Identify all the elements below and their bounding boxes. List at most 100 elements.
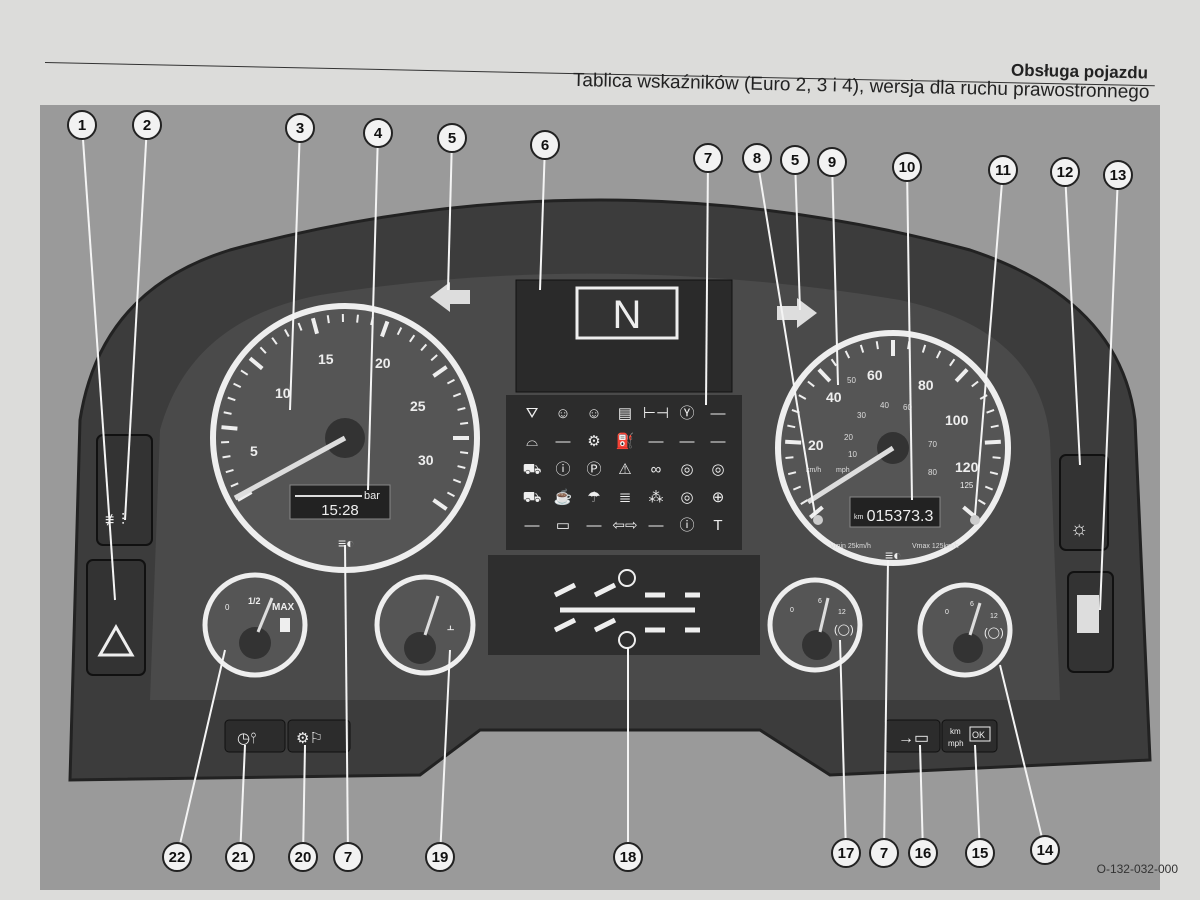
gauge-tick-mark — [986, 408, 995, 414]
callout-leader-line — [124, 124, 148, 521]
fuel-tick: 1/2 — [248, 596, 261, 606]
gauge-tick-mark — [248, 356, 264, 371]
gauge-tick-mark — [227, 396, 236, 402]
brake-circuit-icon: (◯) — [984, 627, 1004, 639]
mph-tick: 60 — [903, 403, 912, 412]
vmax-label: Vmax 125km/h — [912, 543, 959, 550]
warning-light-icon: — — [556, 433, 571, 450]
callout-leader-line — [1064, 171, 1081, 466]
warning-light-icon: ⊢⊣ — [643, 405, 669, 422]
callout-leader-line — [302, 744, 306, 858]
callout-circle — [742, 143, 772, 173]
gear-icon — [618, 569, 636, 587]
gauge-tick-mark — [432, 365, 448, 378]
gauge-tick-mark — [420, 343, 428, 352]
callout-circle — [780, 145, 810, 175]
callout-number: 2 — [143, 117, 151, 134]
warning-light-icon: — — [587, 517, 602, 534]
kmh-tick: 100 — [945, 412, 969, 428]
gauge-tick-mark — [787, 471, 797, 476]
fog-light-icon: ≢⫶ — [105, 512, 125, 529]
air-tick: 12 — [838, 609, 846, 616]
callout-circle — [363, 118, 393, 148]
tacho-tick: 20 — [375, 355, 391, 371]
warning-light-icon: ◎ — [711, 461, 724, 478]
callout-leader-line — [883, 559, 889, 854]
callout-number: 16 — [915, 845, 932, 862]
fuel-tick: MAX — [272, 602, 295, 613]
warning-light-icon: ▭ — [556, 517, 570, 534]
tacho-tick: 10 — [275, 385, 291, 401]
callout-circle — [869, 838, 899, 868]
speed-needle — [806, 445, 895, 505]
warning-light-icon: ⛟ — [523, 461, 542, 478]
gauge-tick-mark — [380, 320, 390, 338]
gauge-tick-mark — [430, 354, 438, 362]
gauge-tick-mark — [457, 407, 466, 411]
callout-circle — [288, 842, 318, 872]
callout-number: 12 — [1057, 164, 1074, 181]
callout-circle — [132, 110, 162, 140]
gauge-tick-mark — [457, 465, 466, 469]
gauge-tick-mark — [230, 482, 239, 488]
warning-light-icon: Ⓨ — [679, 405, 694, 422]
kmh-tick: 80 — [918, 377, 934, 393]
warning-light-icon: ◎ — [680, 461, 693, 478]
warning-light-icon: ☕ — [554, 487, 573, 506]
air-tick: 6 — [970, 601, 974, 608]
warning-light-icon: ⌓ — [526, 433, 538, 450]
callout-number: 7 — [344, 849, 352, 866]
diagnostic-button[interactable] — [287, 719, 351, 753]
callout-circle — [1103, 160, 1133, 190]
clock-temp-button[interactable] — [224, 719, 286, 753]
gauge-tick-mark — [977, 499, 986, 506]
callout-circle — [817, 147, 847, 177]
gauge-tick-mark — [787, 424, 796, 429]
fog-light-switch[interactable] — [96, 434, 153, 546]
mph-tick: 50 — [847, 376, 856, 385]
light-switch-knob[interactable] — [1077, 595, 1099, 633]
callout-number: 9 — [828, 154, 836, 171]
adjust-knob[interactable] — [970, 515, 980, 525]
callout-leader-line — [447, 137, 453, 291]
callout-number: 19 — [432, 849, 449, 866]
hazard-icon — [97, 623, 135, 657]
callout-number: 7 — [704, 150, 712, 167]
warning-light-icon: T — [713, 517, 722, 534]
kmh-tick: 120 — [955, 459, 979, 475]
mph-tick: 70 — [928, 440, 937, 449]
callout-number: 15 — [972, 845, 989, 862]
brake-circuit-icon: (◯) — [834, 624, 854, 636]
gauge-tick-mark — [223, 411, 232, 415]
ok-label: OK — [972, 730, 985, 740]
headlight-icon: ≡◐ — [885, 547, 902, 563]
warning-light-icon: ⓘ — [555, 461, 570, 478]
warning-light-icon: ≣ — [619, 489, 632, 506]
callout-circle — [67, 110, 97, 140]
km-label: km — [950, 727, 961, 736]
callout-circle — [285, 113, 315, 143]
callout-number: 6 — [541, 137, 549, 154]
panel-lighting-switch[interactable] — [1059, 454, 1109, 551]
callout-leader-line — [81, 124, 116, 601]
pressure-unit: bar — [364, 490, 380, 502]
warning-light-icon: ☂ — [587, 489, 600, 506]
callout-circle — [892, 152, 922, 182]
callout-number: 18 — [620, 849, 637, 866]
warning-light-icon: ⚠ — [618, 461, 631, 478]
callout-number: 21 — [232, 849, 249, 866]
coolant-temperature-gauge: ⫠ — [374, 574, 476, 676]
gauge-tick-mark — [326, 315, 330, 324]
gauge-tick-mark — [830, 358, 837, 367]
gauge-tick-mark — [446, 491, 455, 498]
callout-leader-line — [439, 649, 451, 858]
callout-number: 22 — [169, 849, 186, 866]
reset-knob[interactable] — [813, 515, 823, 525]
odometer-display: 015373.3 — [867, 508, 934, 525]
gauge-tick-mark — [935, 350, 942, 359]
warning-light-icon: — — [680, 433, 695, 450]
hazard-switch[interactable] — [86, 559, 146, 676]
callout-leader-line — [539, 144, 546, 291]
gauge-tick-mark — [236, 490, 253, 502]
